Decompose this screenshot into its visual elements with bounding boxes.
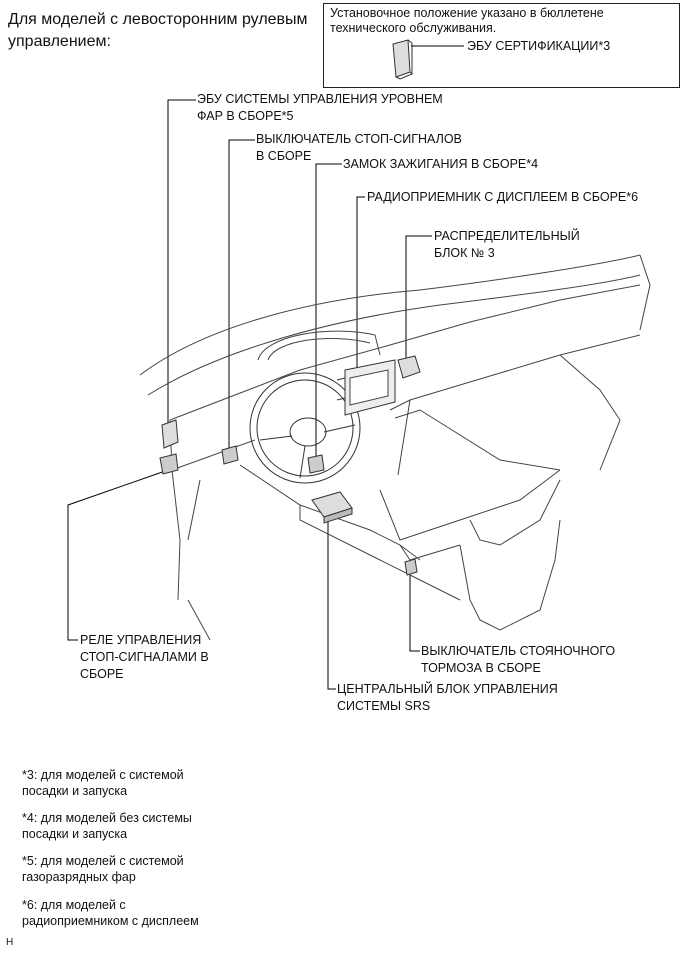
label-stop-relay: РЕЛЕ УПРАВЛЕНИЯ СТОП-СИГНАЛАМИ В СБОРЕ xyxy=(80,633,209,681)
dashboard-outline xyxy=(139,254,651,641)
stop-relay-part xyxy=(159,453,179,475)
headlight-ecu-part xyxy=(161,419,179,449)
box-note-text: Установочное положение указано в бюллете… xyxy=(330,6,604,35)
label-stop-switch: ВЫКЛЮЧАТЕЛЬ СТОП-СИГНАЛОВ В СБОРЕ xyxy=(256,132,462,163)
footnote-6: *6: для моделей с радиоприемником с дисп… xyxy=(22,898,199,928)
stop-switch-part xyxy=(221,445,239,465)
radio-display-part xyxy=(336,359,396,416)
stop-relay-leader xyxy=(67,469,169,641)
parking-brake-part xyxy=(404,558,418,576)
label-srs-ecu: ЦЕНТРАЛЬНЫЙ БЛОК УПРАВЛЕНИЯ СИСТЕМЫ SRS xyxy=(337,682,558,713)
srs-ecu-part xyxy=(311,491,353,524)
footnote-5: *5: для моделей с системой газоразрядных… xyxy=(22,854,184,884)
leader-lines xyxy=(67,99,432,690)
cert-ecu-part xyxy=(392,39,413,80)
junction-block-part xyxy=(397,355,421,379)
label-cert-ecu: ЭБУ СЕРТИФИКАЦИИ*3 xyxy=(467,39,611,53)
note-box xyxy=(323,3,680,88)
srs-ecu-leader xyxy=(327,510,336,690)
headlight-ecu-leader xyxy=(167,99,196,430)
footnote-3: *3: для моделей с системой посадки и зап… xyxy=(22,768,184,798)
footnote-4: *4: для моделей без системы посадки и за… xyxy=(22,811,192,841)
label-radio: РАДИОПРИЕМНИК С ДИСПЛЕЕМ В СБОРЕ*6 xyxy=(367,190,639,204)
parking-brake-leader xyxy=(409,568,420,652)
junction-block-leader xyxy=(405,235,432,364)
ignition-lock-part xyxy=(307,454,325,474)
label-headlight-ecu: ЭБУ СИСТЕМЫ УПРАВЛЕНИЯ УРОВНЕМ ФАР В СБО… xyxy=(197,92,443,123)
ignition-lock-leader xyxy=(315,163,342,462)
stop-switch-leader xyxy=(228,139,255,455)
steering-wheel xyxy=(249,372,361,484)
label-junction-block: РАСПРЕДЕЛИТЕЛЬНЫЙ БЛОК № 3 xyxy=(434,229,580,260)
page-title: Для моделей с левосторонним рулевым упра… xyxy=(8,11,308,50)
label-parking-brake: ВЫКЛЮЧАТЕЛЬ СТОЯНОЧНОГО ТОРМОЗА В СБОРЕ xyxy=(421,644,616,675)
corner-mark: H xyxy=(6,937,14,948)
label-ignition-lock: ЗАМОК ЗАЖИГАНИЯ В СБОРЕ*4 xyxy=(343,157,539,171)
